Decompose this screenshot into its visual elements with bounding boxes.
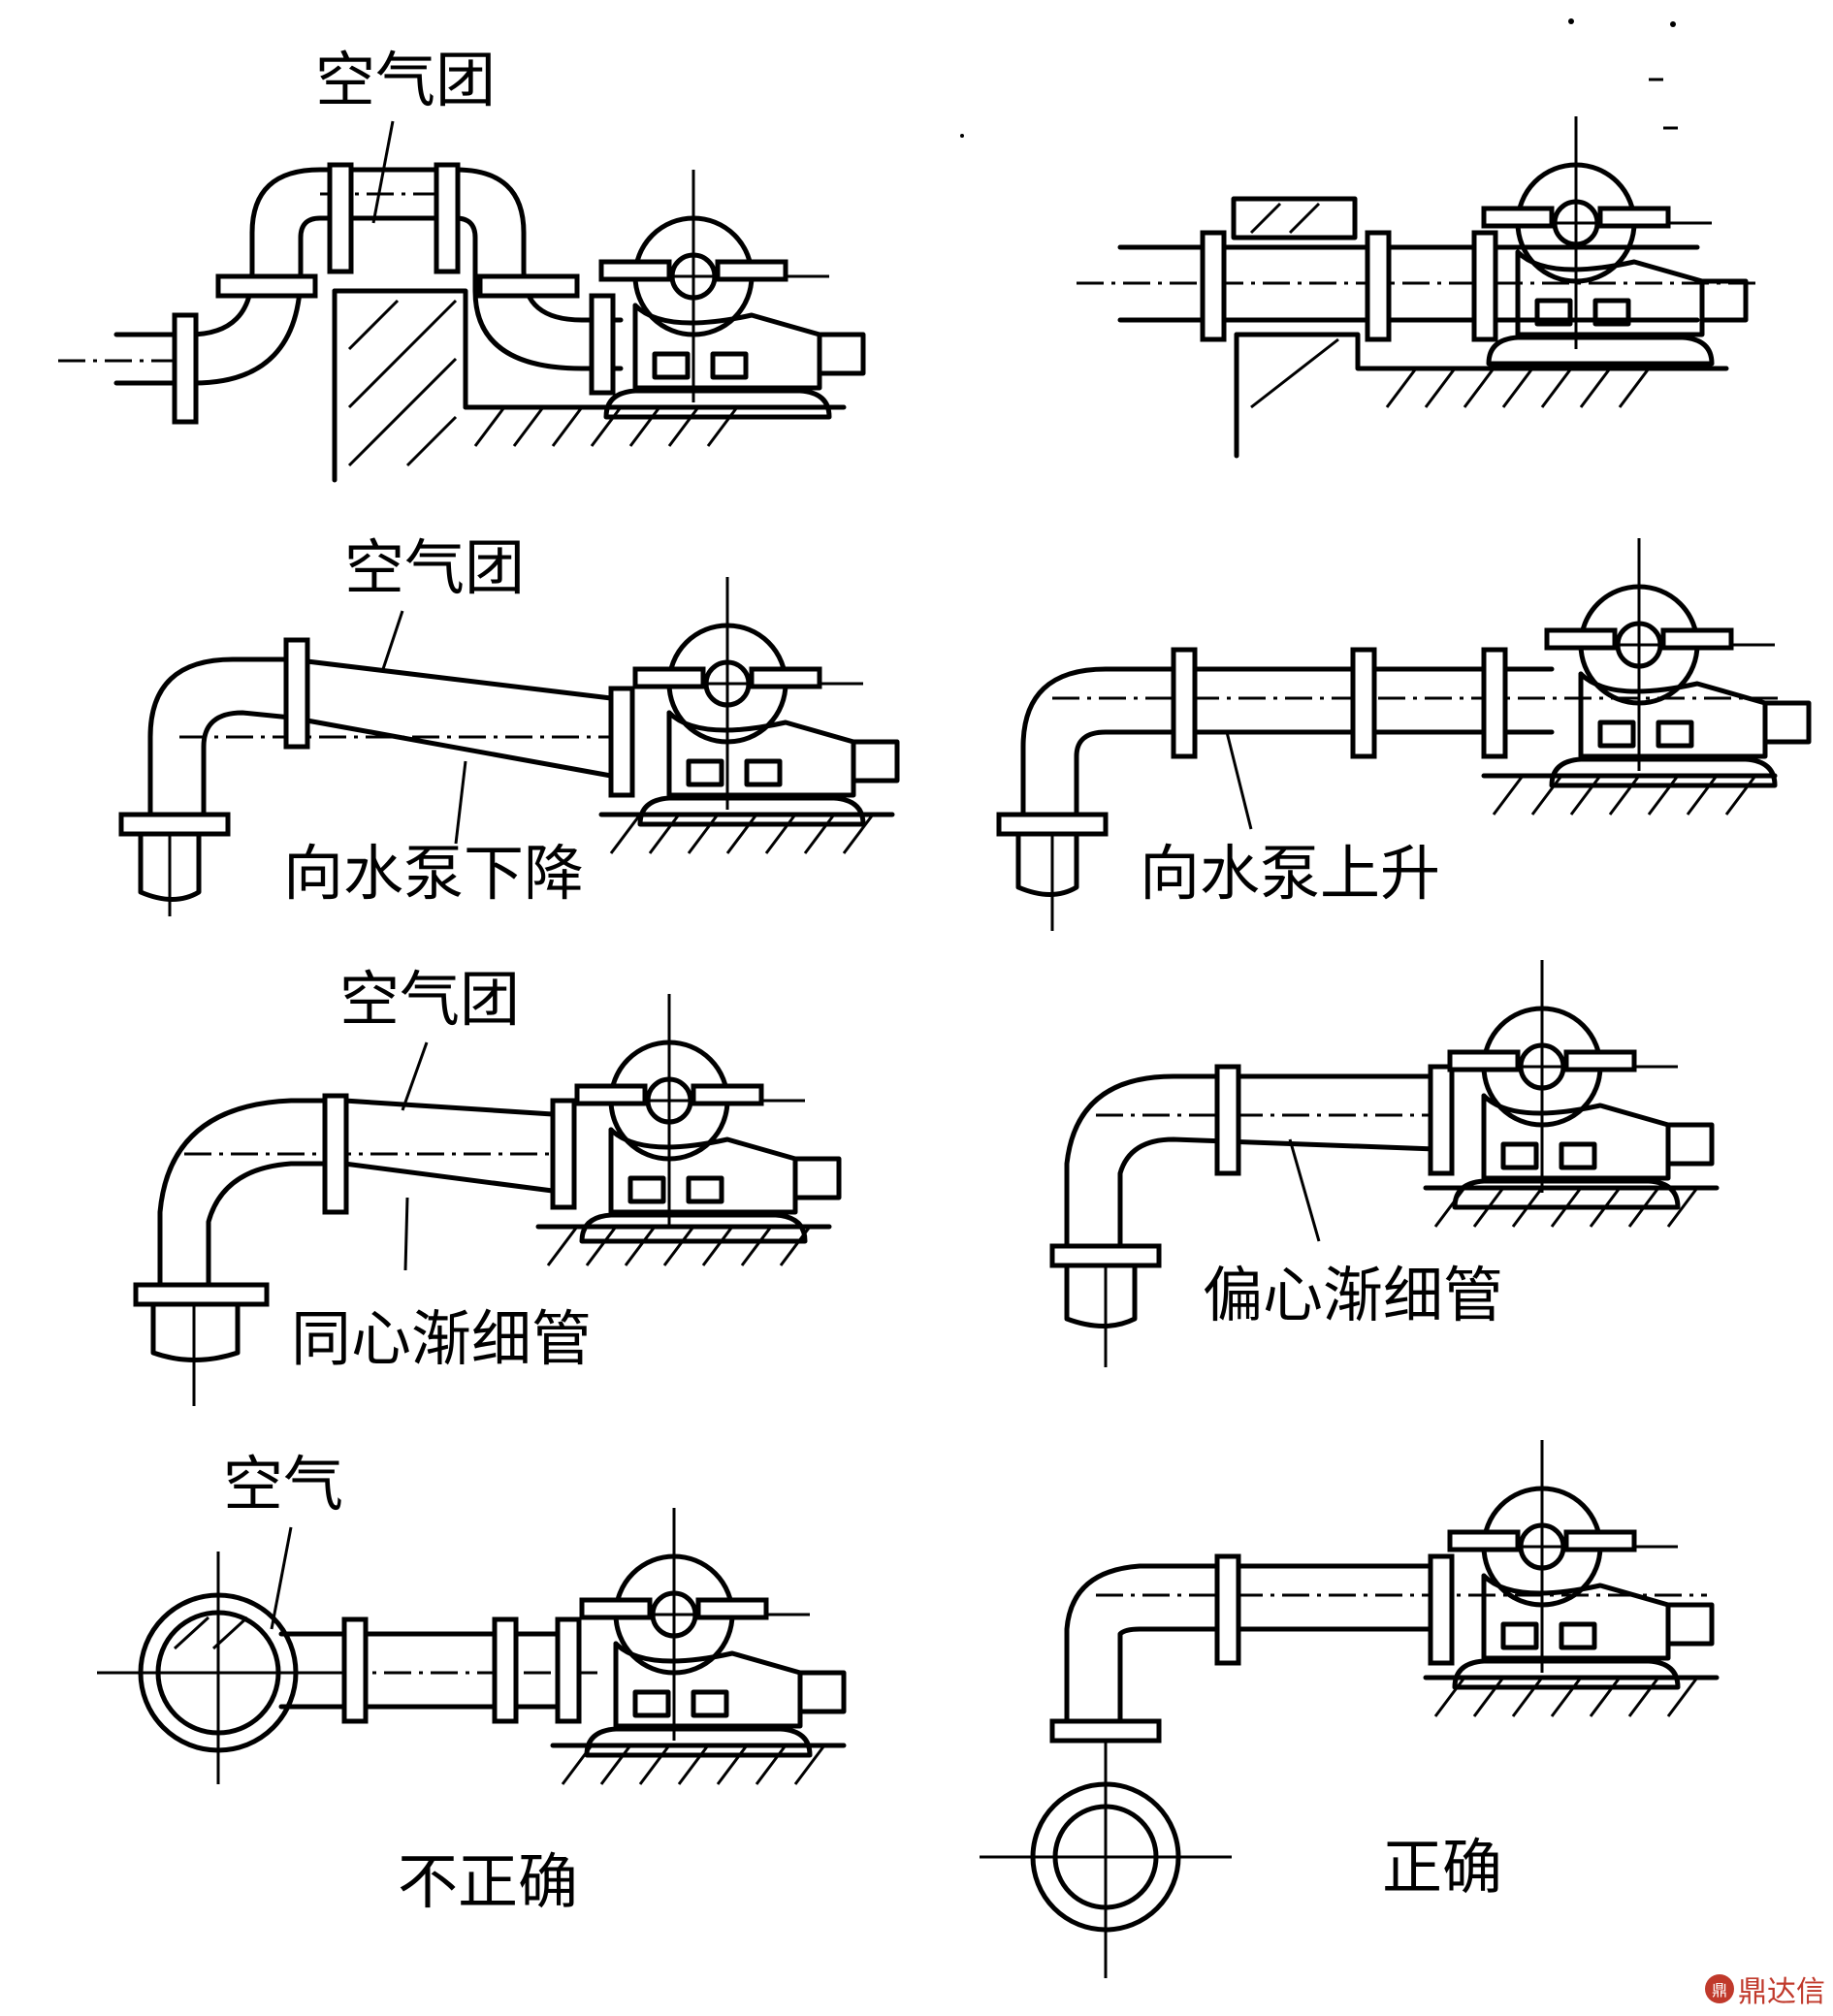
label-air-mass-3: 空气团 [339,964,521,1035]
label-air-mass-2: 空气团 [344,532,526,603]
label-incorrect: 不正确 [398,1846,579,1917]
diagram-row1-right [1077,116,1755,459]
label-eccentric-reducer: 偏心渐细管 [1203,1260,1504,1330]
diagram-row2-left [118,577,897,916]
label-ascend-to-pump: 向水泵上升 [1140,838,1441,909]
label-concentric-reducer: 同心渐细管 [291,1303,593,1374]
label-correct: 正确 [1382,1832,1503,1903]
label-air: 空气 [223,1449,344,1520]
diagram-row1-left [58,120,863,483]
watermark-icon: 鼎 [1705,1974,1734,2003]
diagram-row4-left [97,1508,844,1784]
diagram-row3-right [1049,960,1717,1367]
label-descend-to-pump: 向水泵下降 [283,838,585,909]
watermark-logo: 鼎 鼎达信 [1705,1968,1825,2010]
watermark-text: 鼎达信 [1738,1975,1825,2009]
diagram-row2-right [996,538,1809,931]
diagram-row3-left [133,994,839,1406]
diagram-row4-right [980,1440,1717,1978]
label-air-mass-1: 空气团 [315,45,497,115]
